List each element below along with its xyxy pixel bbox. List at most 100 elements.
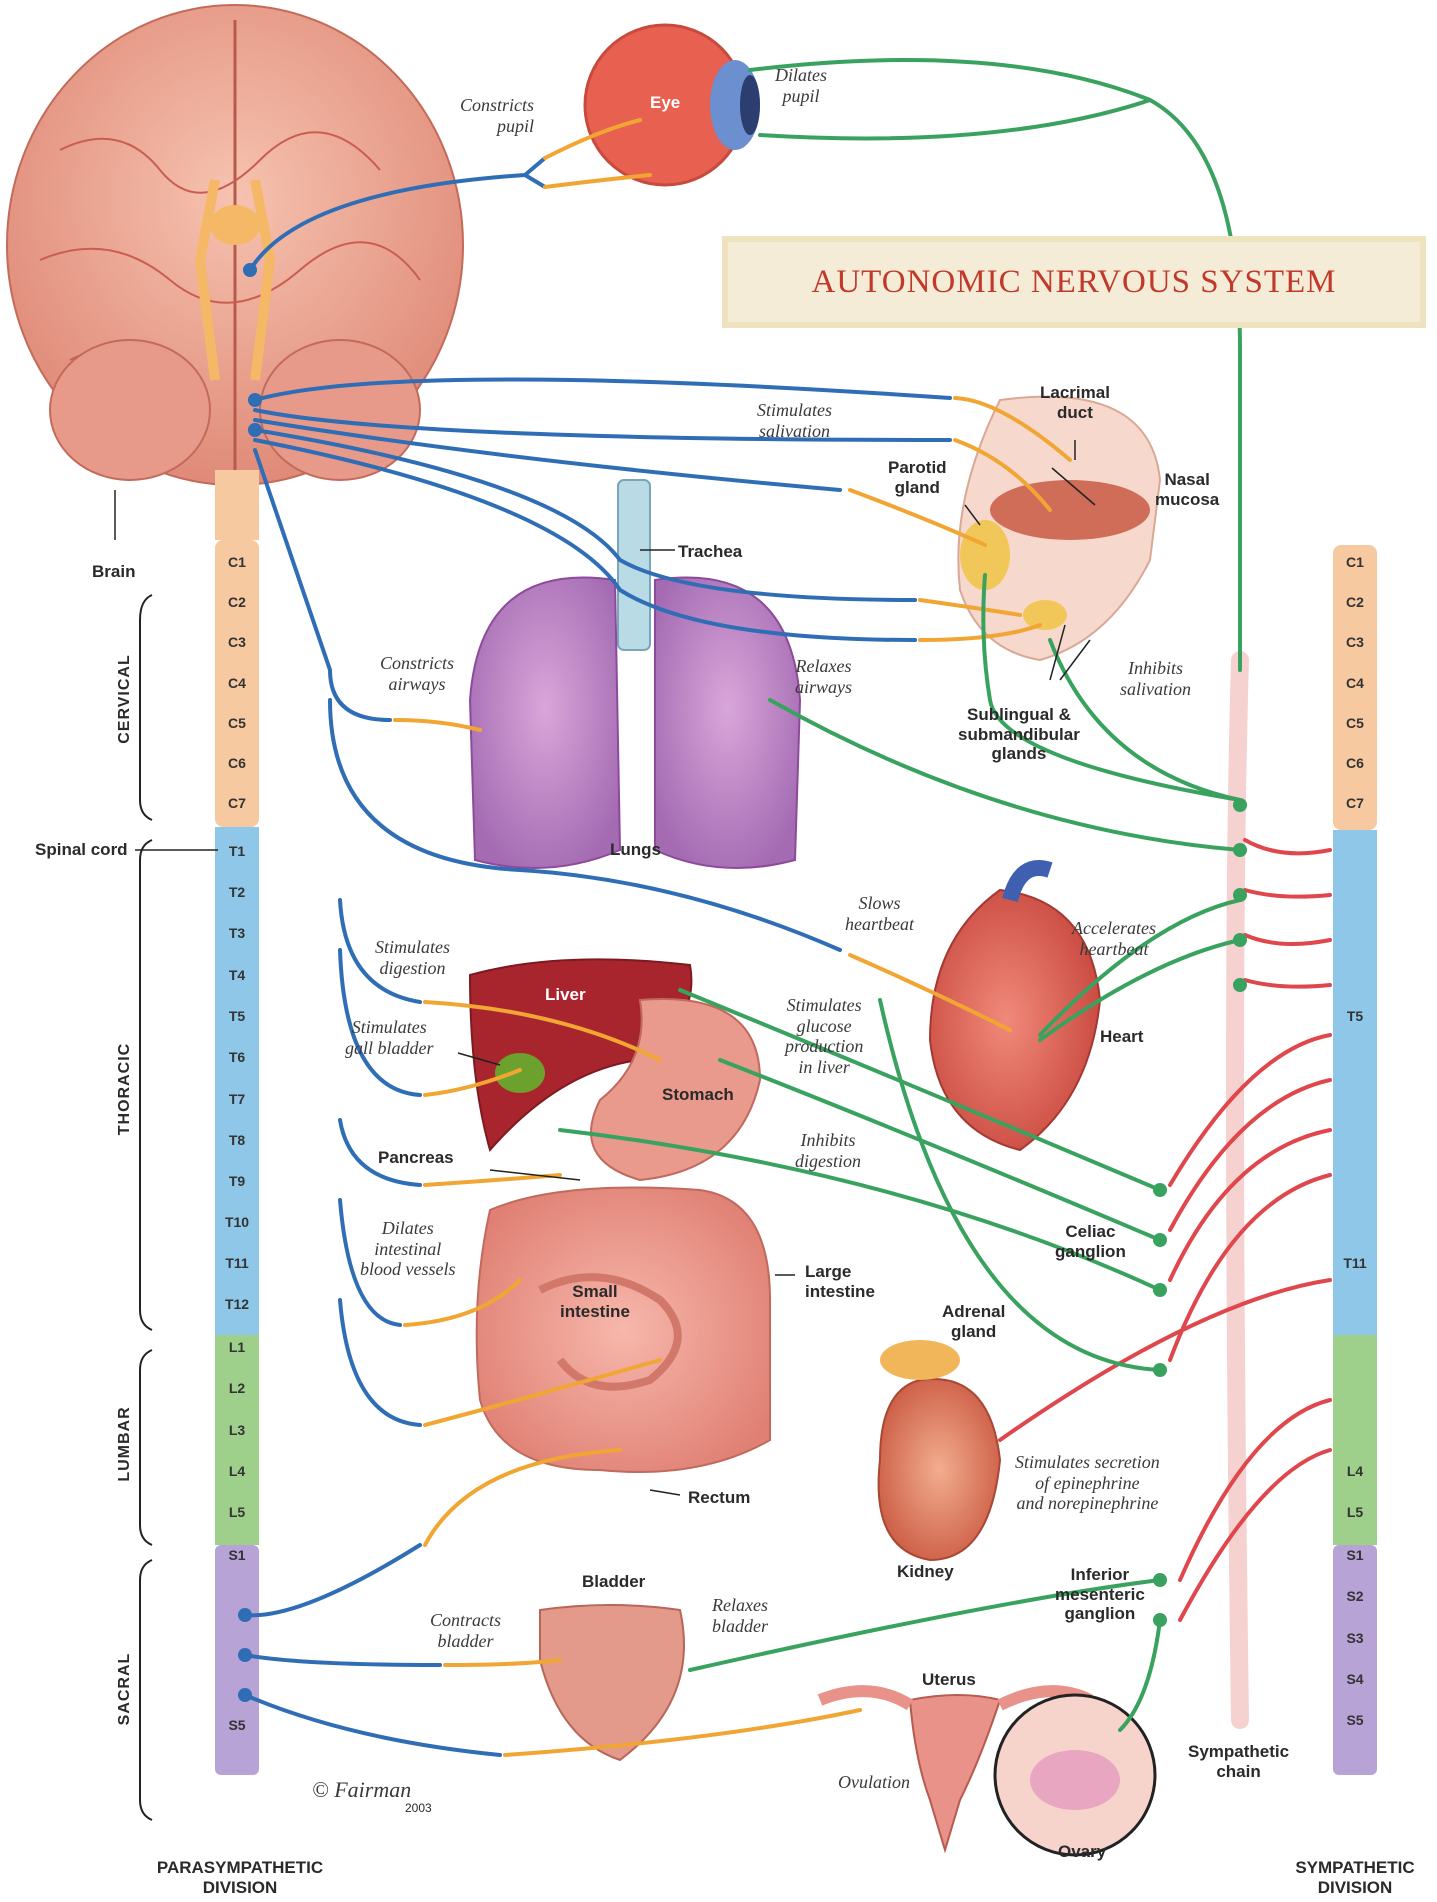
left-segment-t6: T6 bbox=[217, 1049, 257, 1065]
thoracic-label: THORACIC bbox=[116, 1039, 134, 1139]
uterus-label: Uterus bbox=[922, 1670, 976, 1690]
right-segment-c5: C5 bbox=[1335, 715, 1375, 731]
rectum-label: Rectum bbox=[688, 1488, 750, 1508]
stomach-label: Stomach bbox=[662, 1085, 734, 1105]
right-segment-c4: C4 bbox=[1335, 675, 1375, 691]
right-segment-c1: C1 bbox=[1335, 554, 1375, 570]
right-segment-t5: T5 bbox=[1335, 1008, 1375, 1024]
bladder-illustration bbox=[540, 1605, 684, 1760]
region-brackets bbox=[140, 595, 152, 1820]
right-segment-c6: C6 bbox=[1335, 755, 1375, 771]
trachea-label: Trachea bbox=[678, 542, 742, 562]
left-segment-t10: T10 bbox=[217, 1214, 257, 1230]
cervical-label: CERVICAL bbox=[116, 649, 134, 749]
artist-signature: © Fairman bbox=[312, 1777, 411, 1802]
title-banner: AUTONOMIC NERVOUS SYSTEM bbox=[722, 236, 1426, 328]
right-segment-t11: T11 bbox=[1335, 1255, 1375, 1271]
left-segment-t4: T4 bbox=[217, 967, 257, 983]
left-segment-c7: C7 bbox=[217, 795, 257, 811]
inferior-mesenteric-label: Inferiormesentericganglion bbox=[1055, 1565, 1145, 1624]
left-segment-t2: T2 bbox=[217, 884, 257, 900]
inhibits-digestion-label: Inhibitsdigestion bbox=[795, 1130, 861, 1171]
left-segment-c2: C2 bbox=[217, 594, 257, 610]
left-segment-c1: C1 bbox=[217, 554, 257, 570]
heart-illustration bbox=[930, 868, 1100, 1150]
slows-heartbeat-label: Slowsheartbeat bbox=[845, 893, 914, 934]
lumbar-label: LUMBAR bbox=[116, 1394, 134, 1494]
sympathetic-chain-illustration bbox=[1235, 660, 1240, 1720]
left-segment-l2: L2 bbox=[217, 1380, 257, 1396]
left-segment-t7: T7 bbox=[217, 1091, 257, 1107]
left-segment-t9: T9 bbox=[217, 1173, 257, 1189]
face-illustration bbox=[958, 397, 1160, 660]
liver-label: Liver bbox=[545, 985, 586, 1005]
right-segment-s3: S3 bbox=[1335, 1630, 1375, 1646]
parotid-label: Parotidgland bbox=[888, 458, 947, 497]
right-segment-s2: S2 bbox=[1335, 1588, 1375, 1604]
right-segment-c3: C3 bbox=[1335, 634, 1375, 650]
left-segment-t3: T3 bbox=[217, 925, 257, 941]
left-segment-l3: L3 bbox=[217, 1422, 257, 1438]
left-segment-t12: T12 bbox=[217, 1296, 257, 1312]
left-segment-l1: L1 bbox=[217, 1339, 257, 1355]
page-title: AUTONOMIC NERVOUS SYSTEM bbox=[812, 264, 1337, 301]
bladder-label: Bladder bbox=[582, 1572, 645, 1592]
ovulation-label: Ovulation bbox=[838, 1772, 910, 1793]
intestines-illustration bbox=[477, 1188, 770, 1473]
right-segment-s5: S5 bbox=[1335, 1712, 1375, 1728]
brain-label: Brain bbox=[92, 562, 135, 582]
eye-label: Eye bbox=[650, 93, 680, 113]
pancreas-label: Pancreas bbox=[378, 1148, 454, 1168]
left-segment-c4: C4 bbox=[217, 675, 257, 691]
kidney-label: Kidney bbox=[897, 1562, 954, 1582]
ovary-label: Ovary bbox=[1058, 1842, 1106, 1862]
left-segment-l4: L4 bbox=[217, 1463, 257, 1479]
left-segment-t5: T5 bbox=[217, 1008, 257, 1024]
left-segment-c5: C5 bbox=[217, 715, 257, 731]
right-segment-s4: S4 bbox=[1335, 1671, 1375, 1687]
lungs-label: Lungs bbox=[610, 840, 661, 860]
left-segment-t1: T1 bbox=[217, 843, 257, 859]
sublingual-label: Sublingual &submandibularglands bbox=[958, 705, 1080, 764]
sacral-label: SACRAL bbox=[116, 1639, 134, 1739]
left-segment-s5: S5 bbox=[217, 1717, 257, 1733]
left-segment-l5: L5 bbox=[217, 1504, 257, 1520]
brain-illustration bbox=[7, 5, 463, 485]
signature-year: 2003 bbox=[405, 1802, 432, 1816]
right-segment-c7: C7 bbox=[1335, 795, 1375, 811]
left-spinal-column bbox=[215, 470, 259, 1775]
left-segment-c6: C6 bbox=[217, 755, 257, 771]
left-segment-s1: S1 bbox=[217, 1547, 257, 1563]
kidney-illustration bbox=[879, 1340, 1000, 1560]
right-segment-l4: L4 bbox=[1335, 1463, 1375, 1479]
heart-label: Heart bbox=[1100, 1027, 1143, 1047]
stimulates-epinephrine-label: Stimulates secretionof epinephrineand no… bbox=[1015, 1452, 1160, 1514]
spinal-cord-label: Spinal cord bbox=[35, 840, 128, 860]
left-segment-c3: C3 bbox=[217, 634, 257, 650]
left-segment-t8: T8 bbox=[217, 1132, 257, 1148]
right-segment-c2: C2 bbox=[1335, 594, 1375, 610]
right-segment-l5: L5 bbox=[1335, 1504, 1375, 1520]
left-segment-t11: T11 bbox=[217, 1255, 257, 1271]
right-segment-s1: S1 bbox=[1335, 1547, 1375, 1563]
